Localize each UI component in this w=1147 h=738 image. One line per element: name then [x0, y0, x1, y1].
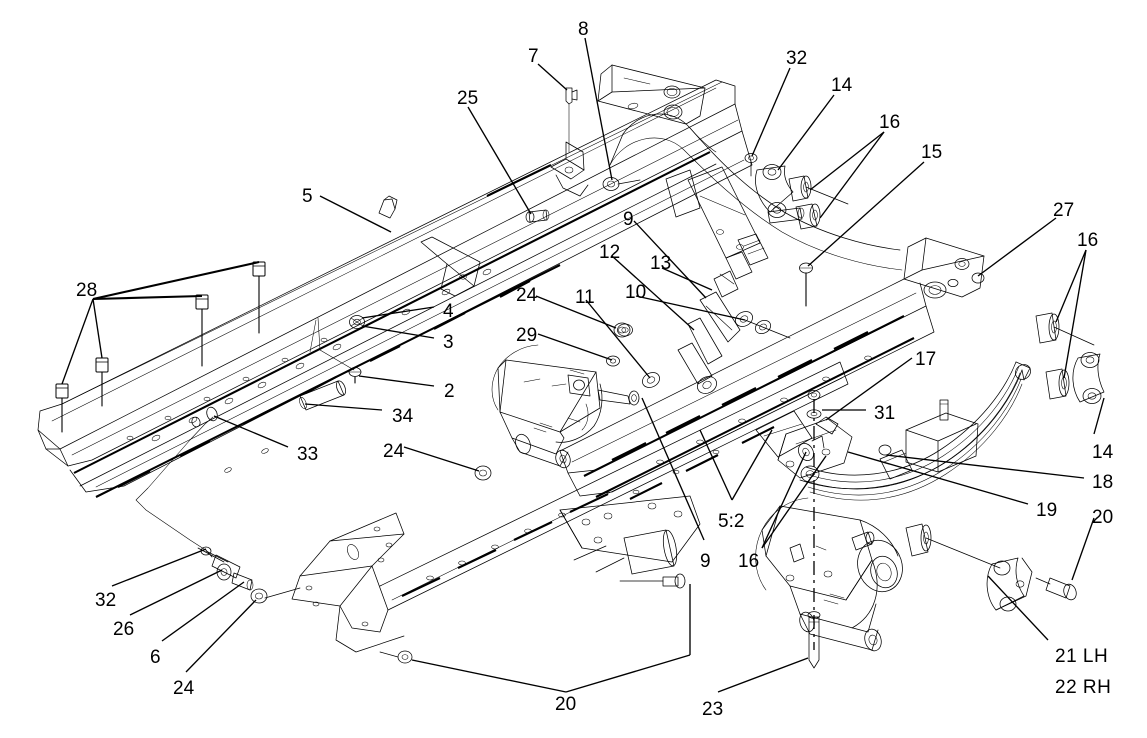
frame-rail-upper-left — [37, 79, 753, 498]
small-fasteners-left — [135, 87, 641, 604]
callout-2: 2 — [444, 381, 455, 402]
nut-24-lower — [250, 587, 301, 604]
leaf-spring-assembly — [777, 361, 1031, 669]
callout-7: 7 — [528, 46, 539, 67]
callout-15: 15 — [921, 142, 943, 163]
bolt-31-stack — [806, 390, 822, 650]
shackle-lower-right — [905, 272, 1105, 612]
nut-24-upper — [613, 322, 631, 338]
callout-25: 25 — [457, 88, 479, 109]
bolt-8 — [602, 177, 641, 191]
bolt-32-top — [744, 153, 758, 177]
callout-5: 5 — [302, 186, 313, 207]
shackle-upper — [744, 153, 849, 307]
callout-17: 17 — [915, 349, 937, 370]
clip-6 — [231, 572, 254, 591]
callout-34: 34 — [392, 406, 414, 427]
callout-5-2: 5:2 — [718, 511, 745, 532]
shock-absorber — [677, 270, 741, 394]
callout-16-right: 16 — [1077, 230, 1099, 251]
callout-12: 12 — [599, 242, 621, 263]
callout-33: 33 — [297, 444, 319, 465]
callout-8: 8 — [578, 19, 589, 40]
callout-14-top: 14 — [831, 75, 853, 96]
caliper-assembly-29 — [491, 344, 640, 469]
clip-7 — [565, 87, 578, 153]
bushing-16-right-upper — [1035, 312, 1095, 346]
callout-31: 31 — [874, 403, 896, 424]
callout-16-top: 16 — [879, 112, 901, 133]
callout-32-bottom: 32 — [95, 590, 117, 611]
nut-24-middle — [474, 465, 492, 481]
callout-13: 13 — [650, 253, 672, 274]
bolt-20-right — [1035, 577, 1077, 601]
axle-hub-assembly — [755, 497, 903, 652]
callout-10: 10 — [625, 282, 647, 303]
callout-14-right: 14 — [1092, 442, 1114, 463]
bushing-16-right-lower — [1045, 368, 1070, 400]
bushing-16-a — [788, 175, 849, 205]
callout-4: 4 — [443, 301, 454, 322]
bushing-16-b — [795, 203, 821, 230]
callout-9-top: 9 — [623, 209, 634, 230]
callout-24-upper: 24 — [516, 285, 538, 306]
callout-27: 27 — [1053, 200, 1075, 221]
callout-24-middle: 24 — [383, 441, 405, 462]
callout-18: 18 — [1092, 472, 1114, 493]
callout-19: 19 — [1036, 500, 1058, 521]
callout-6: 6 — [150, 647, 161, 668]
callout-20-bottom: 20 — [555, 694, 577, 715]
sleeve-34 — [299, 380, 346, 411]
bushing-16-center — [905, 523, 1001, 569]
part-28-bolts — [55, 260, 266, 433]
callout-28: 28 — [76, 280, 98, 301]
callout-20-right: 20 — [1092, 507, 1114, 528]
frame-rail-right — [559, 237, 985, 500]
bolt-2 — [348, 367, 362, 384]
bolt-20-lower — [619, 573, 686, 589]
callout-3: 3 — [443, 332, 454, 353]
pin-26 — [211, 554, 241, 581]
bolt-20-bottom-left — [379, 650, 413, 664]
callout-29: 29 — [516, 325, 538, 346]
callout-22-rh: 22 RH — [1055, 677, 1112, 698]
callout-16-bottom: 16 — [738, 551, 760, 572]
callout-23: 23 — [702, 699, 724, 720]
leader-lines — [111, 37, 1105, 693]
callout-11: 11 — [575, 287, 595, 308]
callout-32-top: 32 — [786, 48, 808, 69]
callout-9-bottom: 9 — [700, 551, 711, 572]
callout-21-lh: 21 LH — [1055, 646, 1109, 667]
callout-24-lower: 24 — [173, 678, 195, 699]
callout-26: 26 — [113, 619, 135, 640]
frame-crossmember-upper-right — [597, 64, 903, 394]
bump-stop-31 — [905, 399, 979, 473]
frame-rail-lower-left — [291, 361, 849, 664]
bolt-15 — [799, 262, 813, 307]
